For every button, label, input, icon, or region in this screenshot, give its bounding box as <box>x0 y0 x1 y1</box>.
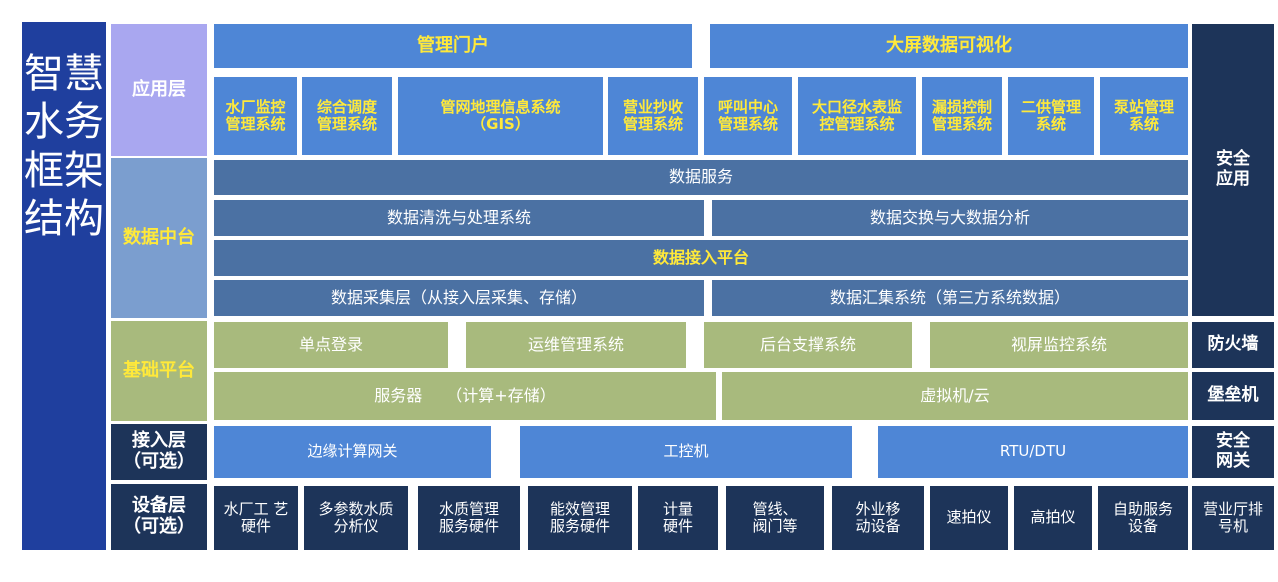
app-system-call-center: 呼叫中心 管理系统 <box>704 77 792 155</box>
device-pipes-valves: 管线、 阀门等 <box>726 486 824 550</box>
layer-label-access: 接入层 （可选） <box>111 424 207 480</box>
device-high-speed-scanner: 高拍仪 <box>1014 486 1092 550</box>
access-edge-gateway: 边缘计算网关 <box>214 426 491 478</box>
app-system-water-plant-monitoring: 水厂监控 管理系统 <box>214 77 297 155</box>
security-application: 安全 应用 <box>1192 24 1274 316</box>
app-header-management-portal: 管理门户 <box>214 24 692 68</box>
base-single-sign-on: 单点登录 <box>214 322 448 368</box>
data-ingest-platform: 数据接入平台 <box>214 240 1188 276</box>
app-system-secondary-supply: 二供管理 系统 <box>1008 77 1094 155</box>
security-bastion-host: 堡垒机 <box>1192 372 1274 420</box>
data-service: 数据服务 <box>214 160 1188 195</box>
data-cleaning-system: 数据清洗与处理系统 <box>214 200 704 236</box>
base-server: 服务器 （计算+存储） <box>214 372 716 420</box>
access-industrial-pc: 工控机 <box>520 426 852 478</box>
device-mobile-field: 外业移 动设备 <box>832 486 924 550</box>
device-queue-number-machine: 营业厅排 号机 <box>1192 486 1274 550</box>
data-aggregation-system: 数据汇集系统（第三方系统数据） <box>712 280 1188 316</box>
device-self-service: 自助服务 设备 <box>1098 486 1188 550</box>
security-firewall: 防火墙 <box>1192 322 1274 368</box>
app-system-billing: 营业抄收 管理系统 <box>608 77 698 155</box>
base-video-monitoring: 视屏监控系统 <box>930 322 1188 368</box>
layer-label-application: 应用层 <box>111 24 207 156</box>
device-water-quality-service-hardware: 水质管理 服务硬件 <box>418 486 520 550</box>
device-water-plant-hardware: 水厂工 艺 硬件 <box>214 486 298 550</box>
app-system-large-meter-monitoring: 大口径水表监 控管理系统 <box>798 77 916 155</box>
device-energy-service-hardware: 能效管理 服务硬件 <box>528 486 632 550</box>
app-system-leakage-control: 漏损控制 管理系统 <box>922 77 1002 155</box>
layer-label-data-platform: 数据中台 <box>111 158 207 318</box>
security-gateway: 安全 网关 <box>1192 426 1274 478</box>
framework-title: 智慧水务框架结构 <box>22 22 106 550</box>
app-header-big-screen-visualization: 大屏数据可视化 <box>710 24 1188 68</box>
device-water-quality-analyzer: 多参数水质 分析仪 <box>304 486 408 550</box>
layer-label-device: 设备层 （可选） <box>111 484 207 550</box>
data-exchange-analysis: 数据交换与大数据分析 <box>712 200 1188 236</box>
layer-label-base-platform: 基础平台 <box>111 321 207 421</box>
device-metering-hardware: 计量 硬件 <box>638 486 718 550</box>
app-system-dispatch-management: 综合调度 管理系统 <box>302 77 392 155</box>
app-system-pump-station: 泵站管理 系统 <box>1100 77 1188 155</box>
base-ops-management: 运维管理系统 <box>466 322 686 368</box>
data-collection-layer: 数据采集层（从接入层采集、存储） <box>214 280 704 316</box>
base-backend-support: 后台支撑系统 <box>704 322 912 368</box>
access-rtu-dtu: RTU/DTU <box>878 426 1188 478</box>
app-system-gis: 管网地理信息系统 （GIS） <box>398 77 603 155</box>
device-document-camera: 速拍仪 <box>930 486 1008 550</box>
base-virtual-machine-cloud: 虚拟机/云 <box>722 372 1188 420</box>
